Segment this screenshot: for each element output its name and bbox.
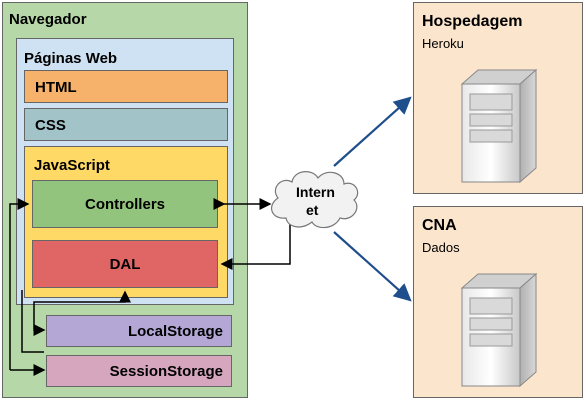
local-storage-block: LocalStorage [46, 315, 232, 347]
html-block: HTML [24, 70, 228, 103]
hosting-title: Hospedagem [422, 13, 523, 30]
hosting-subtitle: Heroku [422, 36, 464, 51]
session-storage-block: SessionStorage [46, 355, 232, 387]
css-label: CSS [35, 117, 66, 134]
browser-title: Navegador [9, 11, 87, 28]
controllers-session-storage-arrow [9, 198, 46, 376]
dal-session-storage-arrow [21, 290, 44, 353]
local-storage-label: LocalStorage [127, 323, 223, 340]
dal-local-storage-arrow [33, 290, 131, 336]
internet-label-line1: Intern [296, 184, 335, 200]
dal-label: DAL [109, 255, 141, 273]
internet-hosting-arrow [333, 96, 412, 167]
web-pages-title: Páginas Web [24, 50, 118, 67]
html-label: HTML [35, 79, 77, 96]
cna-subtitle: Dados [422, 240, 460, 255]
cna-server-icon [460, 272, 538, 388]
cna-title: CNA [422, 217, 457, 234]
internet-cna-arrow [333, 231, 412, 302]
dal-block: DAL [32, 240, 218, 288]
internet-label-line2: et [306, 202, 319, 218]
css-block: CSS [24, 108, 228, 141]
internet-dal-arrow [220, 222, 291, 270]
controllers-label: Controllers [84, 195, 165, 213]
hosting-server-icon [460, 68, 538, 184]
session-storage-label: SessionStorage [109, 363, 223, 380]
internet-cloud-icon [270, 171, 359, 229]
controllers-block: Controllers [32, 180, 218, 228]
javascript-title: JavaScript [34, 157, 110, 174]
